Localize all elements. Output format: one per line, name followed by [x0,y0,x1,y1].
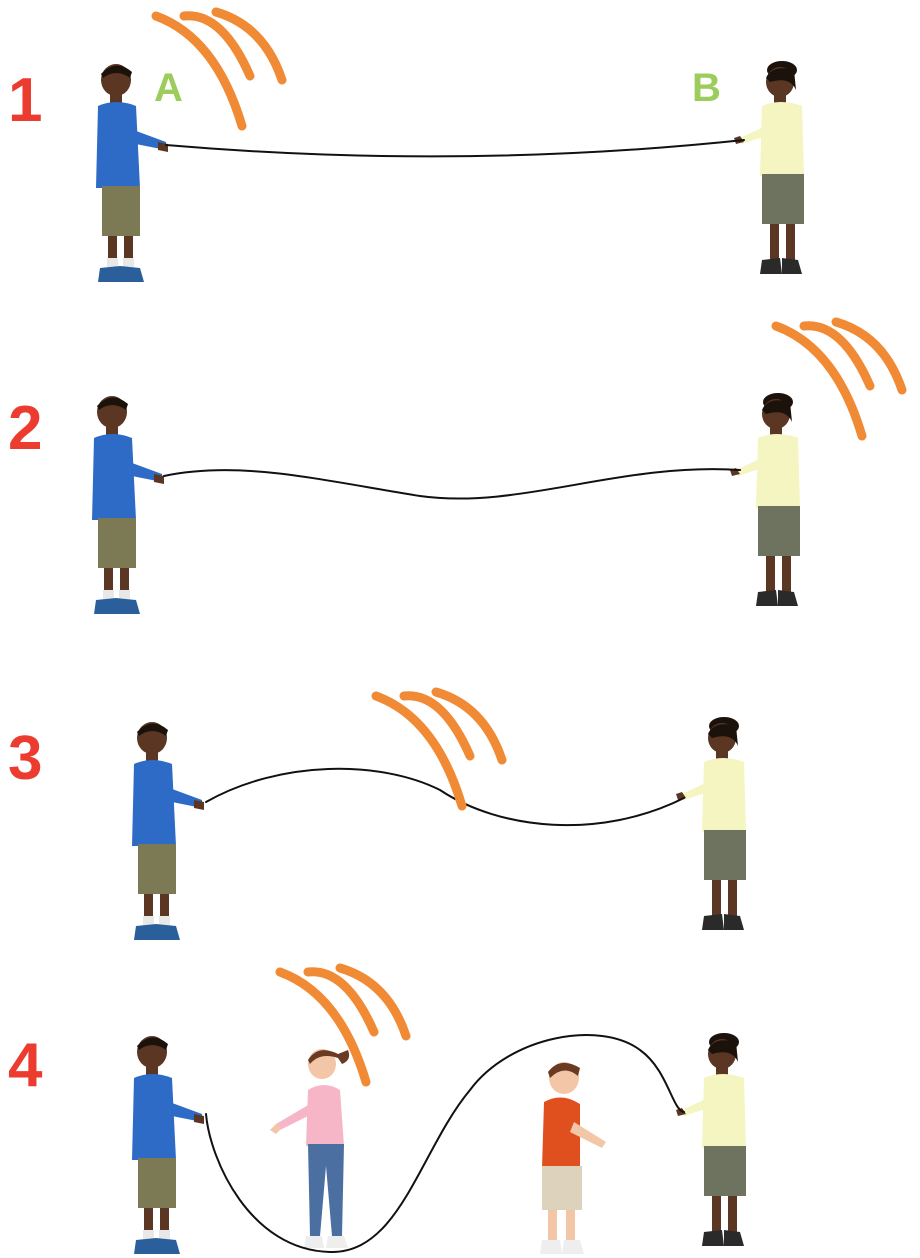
label-person-a: A [154,66,183,110]
rope [163,468,741,500]
label-person-b: B [692,66,721,110]
person-b [676,1033,746,1246]
step-number-2: 2 [8,394,43,463]
step-1-scene [96,12,804,282]
person-b [676,717,746,930]
person-b [730,393,800,606]
step-number-4: 4 [8,1031,43,1100]
step-number-1: 1 [8,66,43,135]
motion-squiggle-icon [156,12,282,126]
motion-squiggle-icon [280,968,406,1082]
step-3-scene [132,692,746,940]
rope [205,1034,685,1254]
step-4-scene [132,968,746,1254]
person-a [132,1036,204,1254]
person-a [132,722,204,940]
jumping-girl [270,1049,350,1248]
person-b [734,61,804,274]
step-number-3: 3 [8,724,43,793]
rope [165,139,745,158]
rope [205,767,685,827]
person-a [96,64,168,282]
person-a [92,396,164,614]
jumping-boy [540,1062,606,1254]
step-2-scene [92,322,902,614]
motion-squiggle-icon [776,322,902,436]
